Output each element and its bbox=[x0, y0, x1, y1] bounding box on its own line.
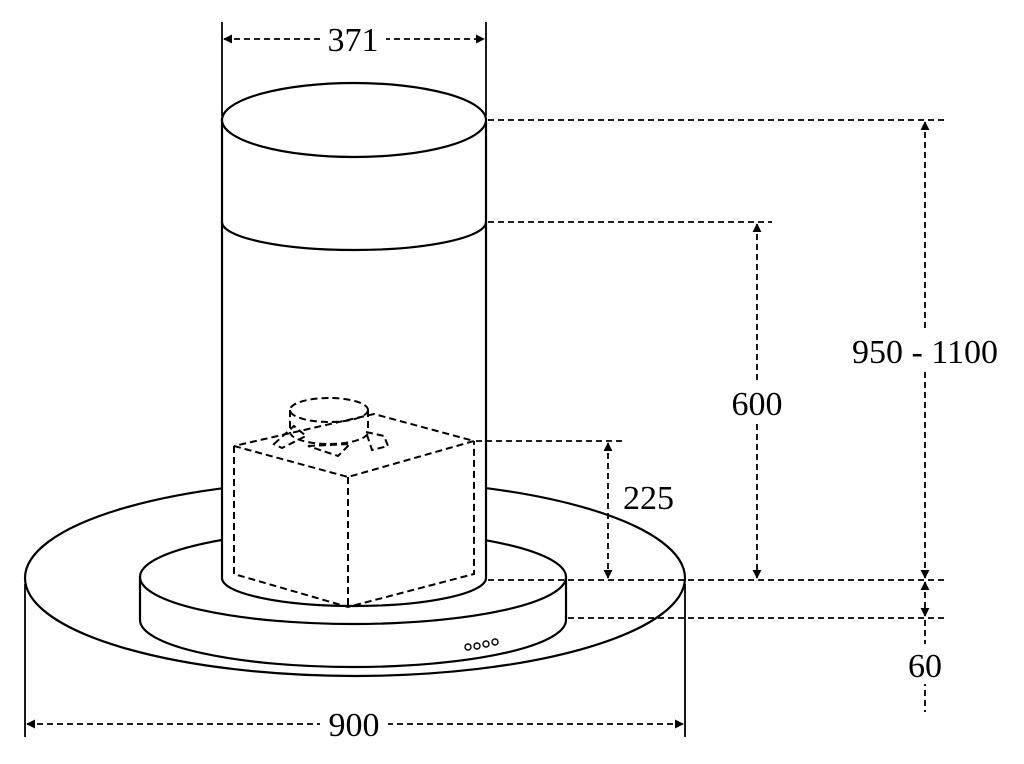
control-buttons bbox=[464, 638, 499, 651]
dimension-371: 371 bbox=[221, 20, 487, 116]
dimension-label-371: 371 bbox=[328, 22, 379, 59]
chimney-cylinder bbox=[220, 81, 488, 608]
dimension-label-600: 600 bbox=[732, 386, 783, 423]
extension-lines bbox=[476, 119, 945, 619]
dimension-225: 225 bbox=[603, 442, 674, 579]
dimension-950-1100: 950 - 1100 bbox=[838, 121, 1010, 579]
dimension-60: 60 bbox=[900, 581, 952, 712]
dimension-label-60: 60 bbox=[908, 648, 942, 685]
dimension-label-225: 225 bbox=[623, 480, 674, 517]
dimension-label-900: 900 bbox=[329, 707, 380, 744]
dimension-900: 900 bbox=[24, 584, 686, 744]
motor-unit-hidden bbox=[233, 397, 478, 609]
dimension-label-950-1100: 950 - 1100 bbox=[852, 334, 998, 371]
dimension-600: 600 bbox=[722, 223, 794, 579]
